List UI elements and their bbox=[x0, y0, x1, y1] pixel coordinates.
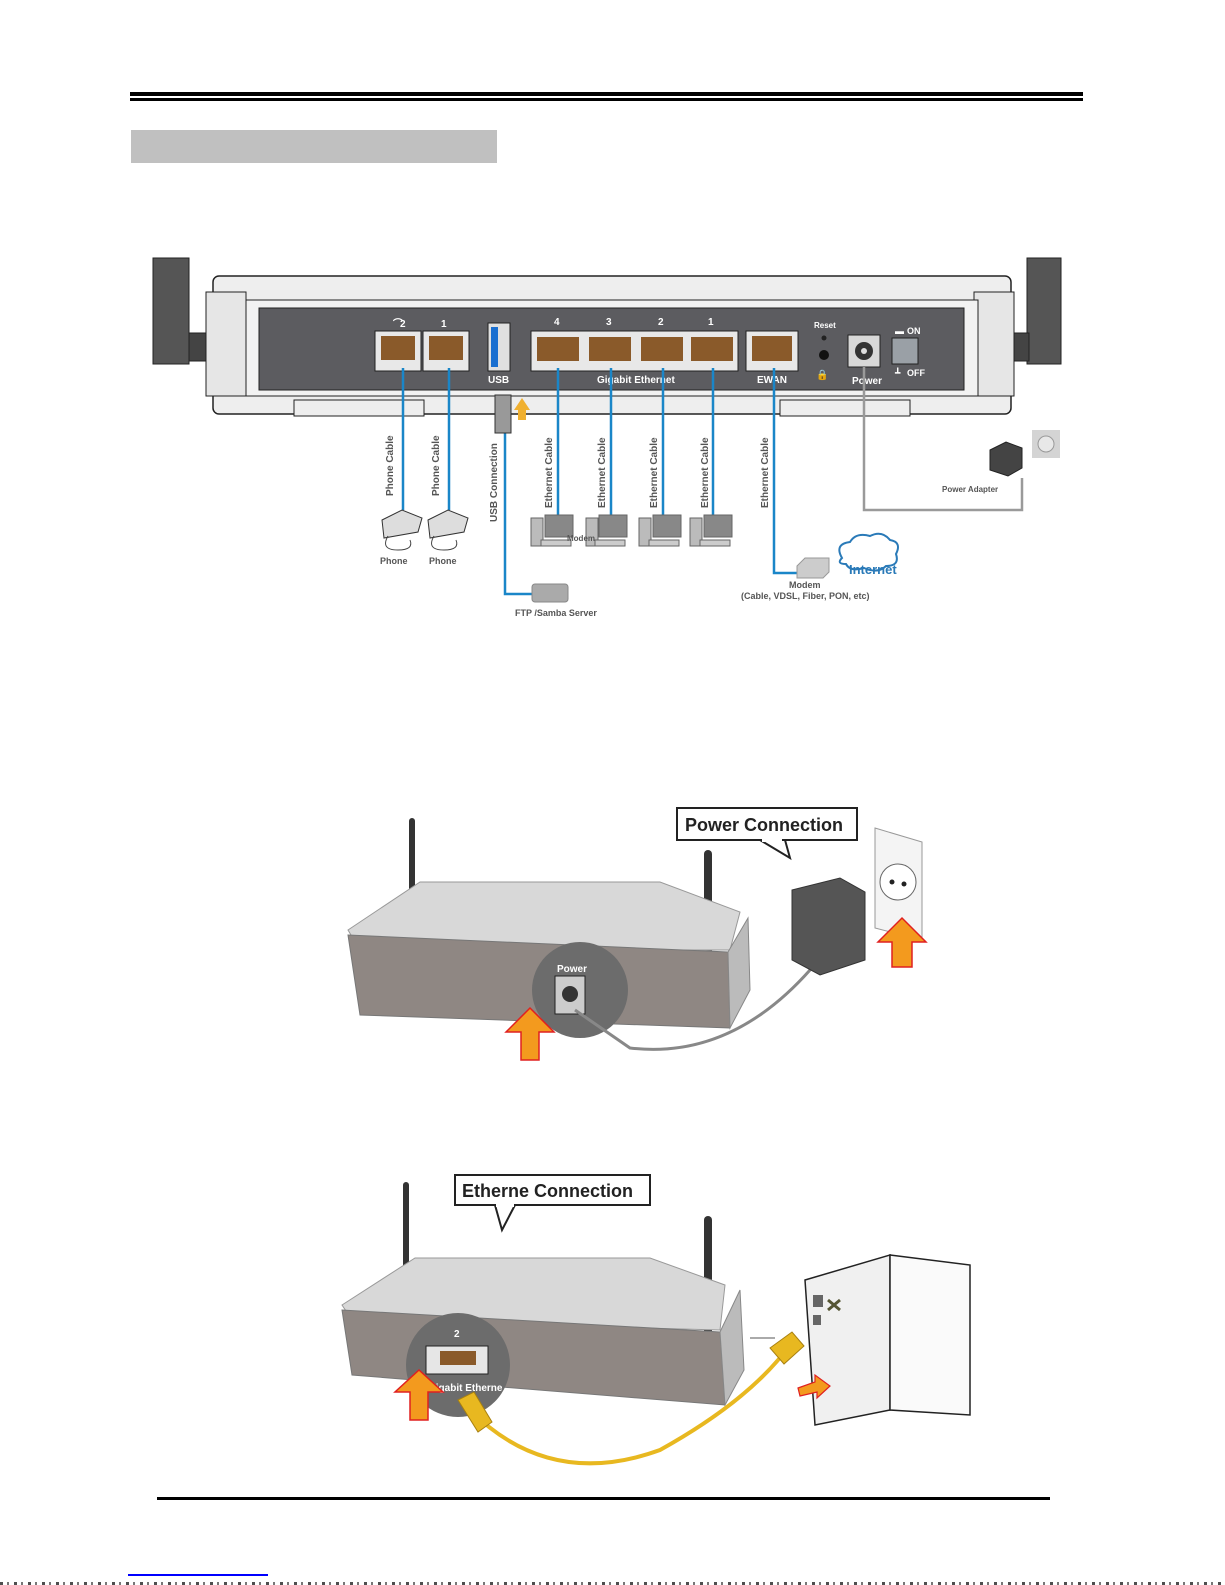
power-label: Power bbox=[852, 376, 882, 387]
power-adapter-label: Power Adapter bbox=[942, 485, 998, 494]
power-cord bbox=[574, 939, 832, 1051]
lan-port-3 bbox=[589, 337, 631, 361]
ethernet-connection-title: Etherne Connection bbox=[462, 1181, 633, 1201]
reset-led-icon bbox=[821, 335, 827, 341]
reset-label: Reset bbox=[814, 321, 836, 330]
back-panel-diagram: ⌒ 2 1 USB 4 3 2 1 Gigabit Ethernet EWAN … bbox=[152, 257, 1062, 618]
switch-on-label: ON bbox=[907, 326, 921, 336]
router-3d-icon bbox=[341, 1257, 745, 1407]
ethernet-connection-callout: Etherne Connection bbox=[454, 1174, 651, 1233]
usb-connection-label: USB Connection bbox=[489, 443, 500, 522]
phone-port-1-label: 1 bbox=[441, 319, 447, 330]
lan-port-1 bbox=[691, 337, 733, 361]
phone-2-label: Phone bbox=[429, 556, 457, 566]
ftp-server-icon bbox=[531, 583, 569, 603]
footer-rule bbox=[157, 1497, 1050, 1500]
section-heading-bar bbox=[131, 130, 497, 163]
power-connection-callout: Power Connection bbox=[676, 807, 858, 861]
internet-label: Internet bbox=[849, 562, 897, 577]
usb-plug-icon bbox=[494, 394, 512, 434]
switch-off-icon: ┻ bbox=[894, 367, 901, 378]
header-rule-thin bbox=[130, 98, 1083, 101]
pc-4-icon bbox=[689, 514, 733, 547]
rj45-plug-router-icon bbox=[457, 1391, 493, 1433]
ethernet-cable-3-label: Ethernet Cable bbox=[649, 437, 660, 508]
phone-cable-2-label: Phone Cable bbox=[431, 435, 442, 496]
power-port-label: Power bbox=[557, 964, 587, 975]
header-rule-thick bbox=[130, 92, 1083, 96]
modem-types-label: (Cable, VDSL, Fiber, PON, etc) bbox=[741, 591, 870, 601]
usb-label: USB bbox=[488, 375, 509, 386]
power-jack[interactable] bbox=[847, 334, 881, 368]
phone-cable-1-label: Phone Cable bbox=[385, 435, 396, 496]
ethernet-cable-2-label: Ethernet Cable bbox=[597, 437, 608, 508]
power-connection-title: Power Connection bbox=[685, 815, 843, 835]
pc-2-icon bbox=[585, 514, 628, 547]
cables bbox=[401, 368, 800, 596]
lan-port-4-label: 4 bbox=[554, 317, 560, 328]
lan-port-icon bbox=[425, 1345, 489, 1375]
power-cable bbox=[862, 367, 1024, 512]
reset-button[interactable] bbox=[819, 350, 829, 360]
ewan-port bbox=[745, 330, 799, 372]
ethernet-cable-4-label: Ethernet Cable bbox=[700, 437, 711, 508]
modem-label: Modem bbox=[789, 580, 821, 590]
lan-port-2-label: 2 bbox=[658, 317, 664, 328]
phone-icon: ⌒ bbox=[392, 317, 403, 330]
power-switch[interactable] bbox=[891, 337, 919, 365]
power-adapter-icon bbox=[989, 441, 1023, 477]
arrow-power-port-icon[interactable] bbox=[504, 1006, 556, 1061]
ethernet-cable-1-label: Ethernet Cable bbox=[544, 437, 555, 508]
power-adapter-3d-icon bbox=[791, 877, 866, 976]
usb-port bbox=[487, 322, 511, 372]
ethernet-cable bbox=[468, 1343, 792, 1466]
gigabit-ethernet-label: Gigabit Ethernet bbox=[597, 375, 675, 386]
ethernet-cable-wan-label: Ethernet Cable bbox=[760, 437, 771, 508]
pc-overlap-label: Modem bbox=[567, 534, 595, 543]
pc-tower-icon bbox=[804, 1253, 971, 1426]
antenna-left-icon bbox=[409, 818, 415, 906]
arrow-pc-port-icon[interactable] bbox=[797, 1373, 831, 1400]
phone-port-2 bbox=[374, 330, 422, 372]
power-connection-illustration: Power Power Connection bbox=[347, 807, 928, 1061]
ewan-label: EWAN bbox=[757, 375, 787, 386]
ethernet-connection-illustration: 2 Gigabit Etherne Etherne Connection bbox=[341, 1174, 971, 1466]
arrow-lan-port-icon[interactable] bbox=[393, 1368, 445, 1421]
lan-port-1-label: 1 bbox=[708, 317, 714, 328]
arrow-socket-icon[interactable] bbox=[876, 916, 928, 968]
ftp-server-label: FTP /Samba Server bbox=[515, 608, 597, 618]
left-antenna-icon bbox=[152, 257, 214, 365]
lan-port-3-label: 3 bbox=[606, 317, 612, 328]
modem-icon bbox=[796, 557, 830, 579]
internet-cloud-icon bbox=[838, 532, 899, 572]
usb-arrow-icon bbox=[514, 398, 530, 420]
switch-on-icon: ▬ bbox=[895, 326, 904, 336]
rj45-plug-pc-icon bbox=[769, 1331, 805, 1365]
gigabit-ethernet-label: Gigabit Etherne bbox=[428, 1383, 503, 1394]
lan-port-number-label: 2 bbox=[454, 1329, 460, 1340]
phone-1-label: Phone bbox=[380, 556, 408, 566]
right-antenna-icon bbox=[1006, 257, 1062, 365]
lan-port-2 bbox=[641, 337, 683, 361]
switch-off-label: OFF bbox=[907, 368, 925, 378]
phone-port-2-label: 2 bbox=[400, 319, 406, 330]
pc-1-icon bbox=[530, 514, 574, 547]
phone-port-1 bbox=[422, 330, 470, 372]
pc-3-icon bbox=[638, 514, 682, 547]
phone-1-icon bbox=[381, 509, 423, 551]
lock-wireless-icon: 🔒 bbox=[816, 369, 828, 381]
lan-port-4 bbox=[537, 337, 579, 361]
footer-artifact-strip bbox=[0, 1582, 1225, 1585]
footer-link-underline[interactable] bbox=[128, 1574, 268, 1576]
phone-2-icon bbox=[427, 509, 469, 551]
antenna-left-icon bbox=[403, 1182, 409, 1270]
